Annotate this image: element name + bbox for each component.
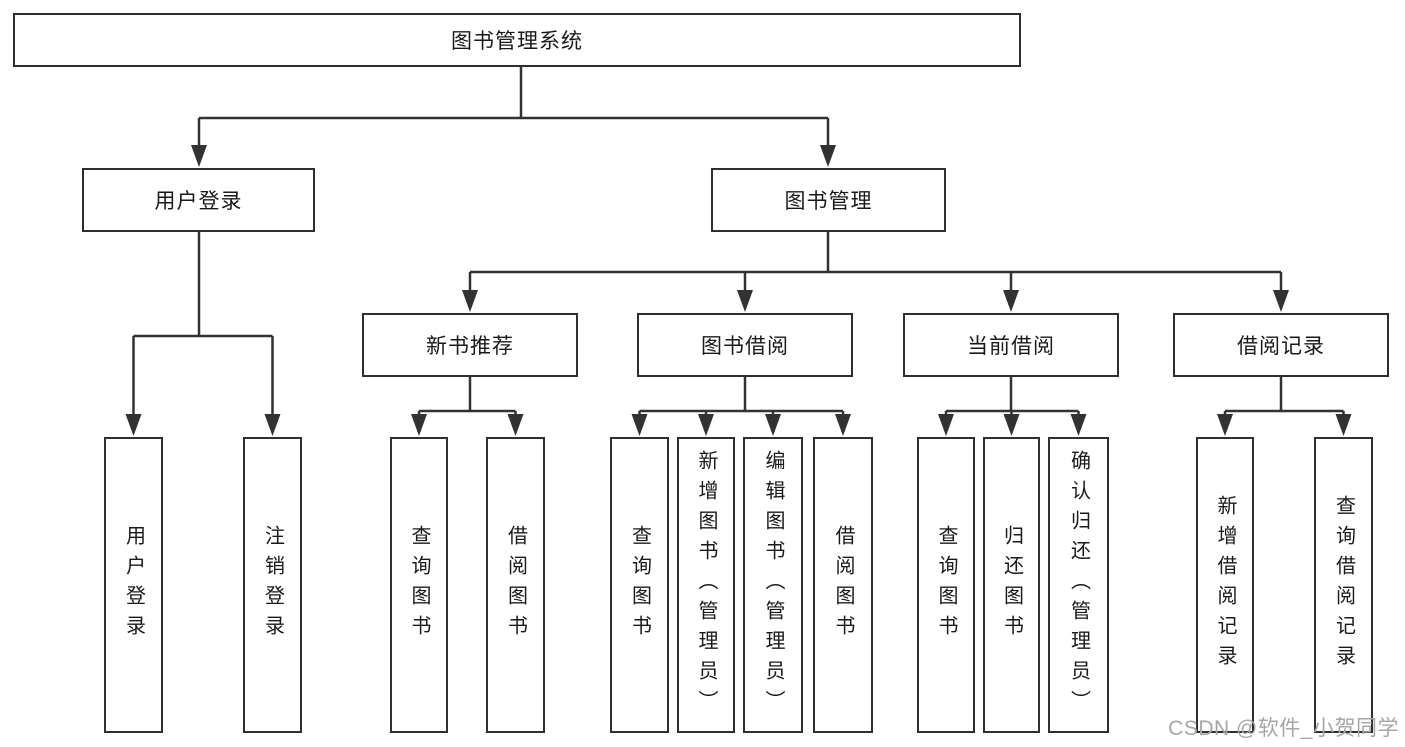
connector-user-login-to-leaves — [132, 231, 274, 420]
leaf-return-books: 归还图书 — [983, 437, 1040, 733]
arrow-down-icon — [631, 414, 648, 436]
node-label: 图书管理系统 — [451, 30, 583, 53]
arrow-down-icon — [411, 414, 427, 436]
node-label: 借阅图书 — [832, 525, 854, 645]
node-label: 查询借阅记录 — [1332, 495, 1355, 675]
node-label: 新增图书（管理员） — [695, 450, 717, 720]
connector-book-borrowing-to-leaves — [638, 377, 845, 420]
node-user-login: 用户登录 — [82, 168, 315, 232]
leaf-query-borrow-record: 查询借阅记录 — [1314, 437, 1373, 733]
node-label: 确认归还（管理员） — [1067, 450, 1090, 720]
connector-new-book-recommendation-to-leaves — [417, 377, 517, 420]
node-label: 用户登录 — [122, 525, 145, 645]
watermark: CSDN @软件_小贺同学 — [1168, 717, 1399, 740]
leaf-add-borrow-record: 新增借阅记录 — [1196, 437, 1254, 733]
leaf-query-books-borrow: 查询图书 — [610, 437, 669, 733]
arrow-down-icon — [698, 414, 714, 436]
node-book-management: 图书管理 — [711, 168, 946, 232]
node-label: 借阅记录 — [1237, 335, 1325, 358]
arrow-down-icon — [507, 414, 524, 436]
node-label: 借阅图书 — [504, 525, 527, 645]
leaf-confirm-return-admin: 确认归还（管理员） — [1048, 437, 1109, 733]
node-label: 新书推荐 — [426, 335, 514, 358]
node-label: 编辑图书（管理员） — [762, 450, 784, 720]
arrow-down-icon — [1335, 414, 1352, 436]
node-label: 注销登录 — [261, 525, 284, 645]
leaf-borrow-books: 借阅图书 — [813, 437, 873, 733]
node-label: 查询图书 — [408, 525, 430, 645]
connector-borrowing-records-to-leaves — [1223, 377, 1345, 420]
node-label: 图书借阅 — [701, 335, 789, 358]
arrow-down-icon — [125, 414, 142, 436]
leaf-add-books-admin: 新增图书（管理员） — [677, 437, 735, 733]
leaf-edit-books-admin: 编辑图书（管理员） — [743, 437, 803, 733]
leaf-logout: 注销登录 — [243, 437, 302, 733]
arrow-down-icon — [462, 290, 478, 312]
arrow-down-icon — [737, 290, 753, 312]
arrow-down-icon — [765, 414, 781, 436]
arrow-down-icon — [820, 145, 836, 167]
arrow-down-icon — [1003, 290, 1019, 312]
leaf-borrow-books-recommend: 借阅图书 — [486, 437, 545, 733]
connector-book-management-to-level3 — [468, 231, 1283, 295]
leaf-user-login: 用户登录 — [104, 437, 163, 733]
arrow-down-icon — [191, 145, 207, 167]
connector-current-borrowing-to-leaves — [944, 377, 1080, 420]
node-label: 用户登录 — [154, 190, 243, 213]
node-label: 查询图书 — [628, 525, 651, 645]
arrow-down-icon — [1070, 414, 1087, 436]
arrow-down-icon — [1217, 414, 1233, 436]
node-label: 查询图书 — [935, 525, 957, 645]
leaf-query-books-recommend: 查询图书 — [390, 437, 448, 733]
arrow-down-icon — [1003, 414, 1020, 436]
node-current-borrowing: 当前借阅 — [903, 313, 1119, 377]
arrow-down-icon — [264, 414, 281, 436]
arrow-down-icon — [938, 414, 954, 436]
leaf-query-books-current: 查询图书 — [917, 437, 975, 733]
connector-root-to-level2 — [197, 67, 830, 150]
node-label: 当前借阅 — [967, 335, 1055, 358]
arrow-down-icon — [835, 414, 851, 436]
node-library-management-system: 图书管理系统 — [13, 13, 1021, 67]
node-borrowing-records: 借阅记录 — [1173, 313, 1389, 377]
node-label: 图书管理 — [784, 190, 873, 213]
node-label: 归还图书 — [1000, 525, 1023, 645]
node-label: 新增借阅记录 — [1214, 495, 1236, 675]
node-book-borrowing: 图书借阅 — [637, 313, 853, 377]
node-new-book-recommendation: 新书推荐 — [362, 313, 578, 377]
arrow-down-icon — [1273, 290, 1289, 312]
